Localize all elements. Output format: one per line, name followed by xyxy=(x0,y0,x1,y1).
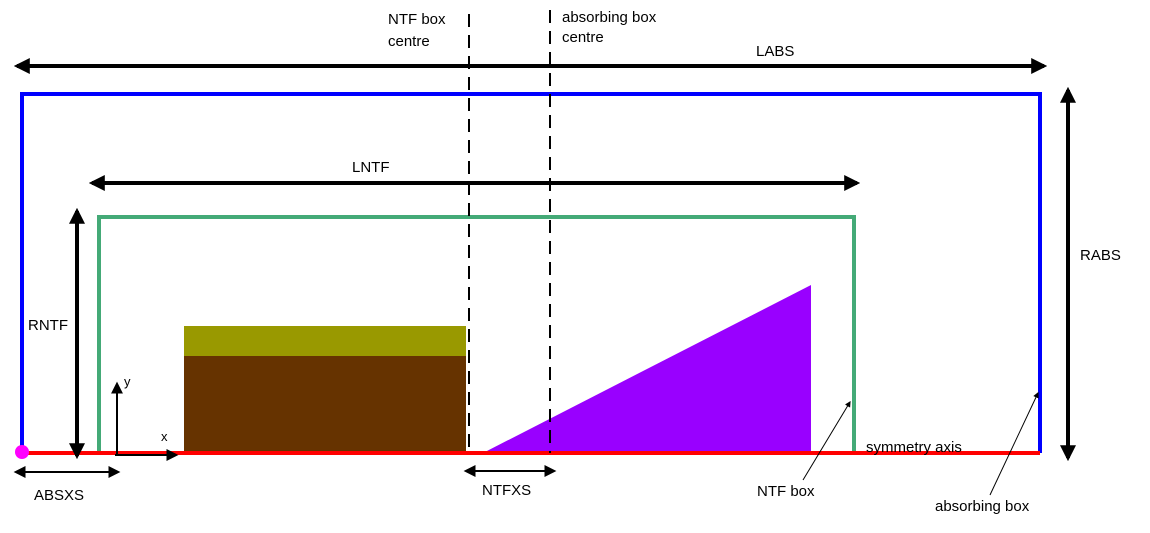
absorbing-box-pointer xyxy=(989,391,1039,496)
absorbing-box xyxy=(20,92,1042,453)
absxs-label: ABSXS xyxy=(34,487,84,504)
origin-marker xyxy=(15,445,29,459)
symmetry-axis-label: symmetry axis xyxy=(866,439,962,456)
absorbing-box-label: absorbing box xyxy=(935,498,1030,515)
rabs-label: RABS xyxy=(1080,247,1121,264)
block-body xyxy=(184,356,466,453)
block-top-layer xyxy=(184,326,466,356)
x-axis-label: x xyxy=(161,429,168,444)
ntf-centre-label-line2: centre xyxy=(388,33,430,50)
labs-label: LABS xyxy=(756,43,794,60)
lntf-label: LNTF xyxy=(352,159,390,176)
rntf-label: RNTF xyxy=(28,317,68,334)
ntfxs-label: NTFXS xyxy=(482,482,531,499)
ntf-box-pointer xyxy=(802,400,851,481)
ntf-centre-label-line1: NTF box xyxy=(388,11,446,28)
ntf-box-label: NTF box xyxy=(757,483,815,500)
wedge-shape xyxy=(483,285,811,453)
y-axis-label: y xyxy=(124,374,131,389)
absorbing-centre-label-line2: centre xyxy=(562,29,604,46)
absorbing-centre-label-line1: absorbing box xyxy=(562,9,657,26)
ntf-box xyxy=(97,215,856,453)
